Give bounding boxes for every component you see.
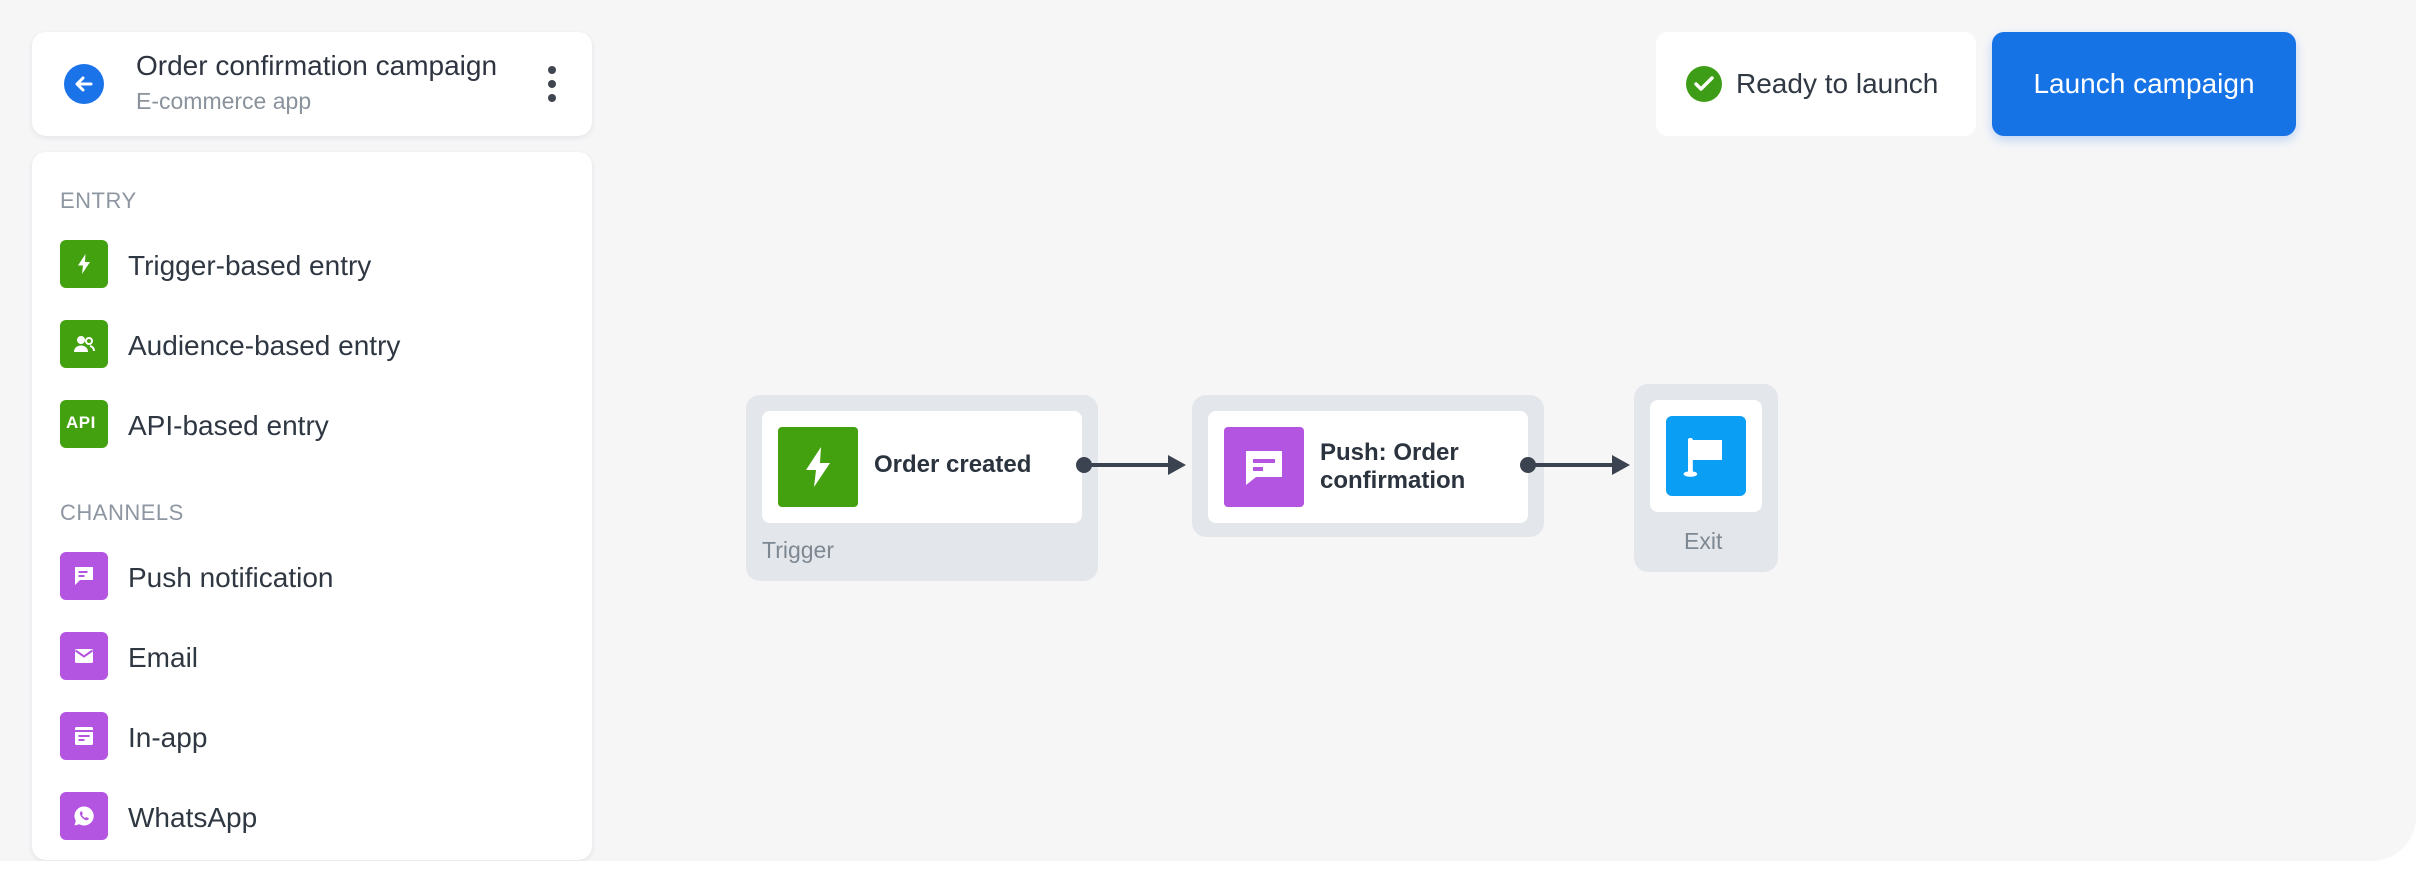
status-badge: Ready to launch	[1656, 32, 1976, 136]
envelope-icon	[60, 632, 108, 680]
sidebar-item-label: WhatsApp	[128, 802, 258, 833]
trigger-node[interactable]: Order created Trigger	[746, 395, 1098, 581]
in-app-icon	[60, 712, 108, 760]
back-button[interactable]	[64, 64, 104, 104]
sidebar-item-email[interactable]: Email	[60, 626, 560, 686]
exit-node-card[interactable]	[1650, 400, 1762, 512]
api-icon: API	[60, 400, 108, 448]
sidebar-item-label: Trigger-based entry	[128, 250, 372, 281]
trigger-node-caption: Trigger	[762, 537, 834, 563]
exit-node-caption: Exit	[1684, 528, 1723, 554]
campaign-subtitle: E-commerce app	[136, 88, 312, 114]
campaign-title: Order confirmation campaign	[136, 50, 498, 81]
check-circle-icon	[1686, 66, 1722, 102]
arrow-left-icon	[75, 76, 93, 92]
launch-campaign-button[interactable]: Launch campaign	[1992, 32, 2296, 136]
push-node-label-line1: Push: Order	[1320, 439, 1459, 466]
sidebar-item-label: Push notification	[128, 562, 334, 593]
lightning-icon	[778, 427, 858, 507]
lightning-icon	[60, 240, 108, 288]
chat-bubble-icon	[60, 552, 108, 600]
flag-icon	[1666, 416, 1746, 496]
more-vertical-icon[interactable]	[544, 64, 560, 104]
sidebar-item-label: In-app	[128, 722, 208, 753]
api-icon-text: API	[66, 413, 96, 432]
sidebar-item-in-app[interactable]: In-app	[60, 706, 560, 766]
push-node-label-line2: confirmation	[1320, 467, 1466, 494]
entry-section-label: ENTRY	[60, 188, 137, 213]
sidebar-item-label: Audience-based entry	[128, 330, 401, 361]
sidebar-item-label: Email	[128, 642, 199, 673]
sidebar-item-whatsapp[interactable]: WhatsApp	[60, 786, 560, 846]
whatsapp-icon	[60, 792, 108, 840]
chat-bubble-icon	[1224, 427, 1304, 507]
flow-connector-1	[1076, 455, 1186, 475]
sidebar-item-trigger-entry[interactable]: Trigger-based entry	[60, 234, 560, 294]
sidebar-item-api-entry[interactable]: API API-based entry	[60, 394, 560, 454]
sidebar-item-label: API-based entry	[128, 410, 329, 441]
users-icon	[60, 320, 108, 368]
push-node-card[interactable]: Push: Order confirmation	[1208, 411, 1528, 523]
trigger-node-card[interactable]: Order created	[762, 411, 1082, 523]
flow-connector-2	[1520, 455, 1630, 475]
trigger-node-label: Order created	[874, 451, 1032, 478]
push-node[interactable]: Push: Order confirmation	[1192, 395, 1544, 537]
exit-node[interactable]: Exit	[1634, 384, 1778, 572]
channels-section-label: CHANNELS	[60, 500, 184, 525]
node-palette-sidebar: ENTRY Trigger-based entry Audience-based…	[32, 152, 592, 860]
campaign-header: Order confirmation campaign E-commerce a…	[32, 32, 592, 136]
campaign-canvas: Order confirmation campaign E-commerce a…	[32, 32, 2296, 860]
sidebar-item-push-notification[interactable]: Push notification	[60, 546, 560, 606]
sidebar-item-audience-entry[interactable]: Audience-based entry	[60, 314, 560, 374]
status-text: Ready to launch	[1736, 68, 1939, 99]
